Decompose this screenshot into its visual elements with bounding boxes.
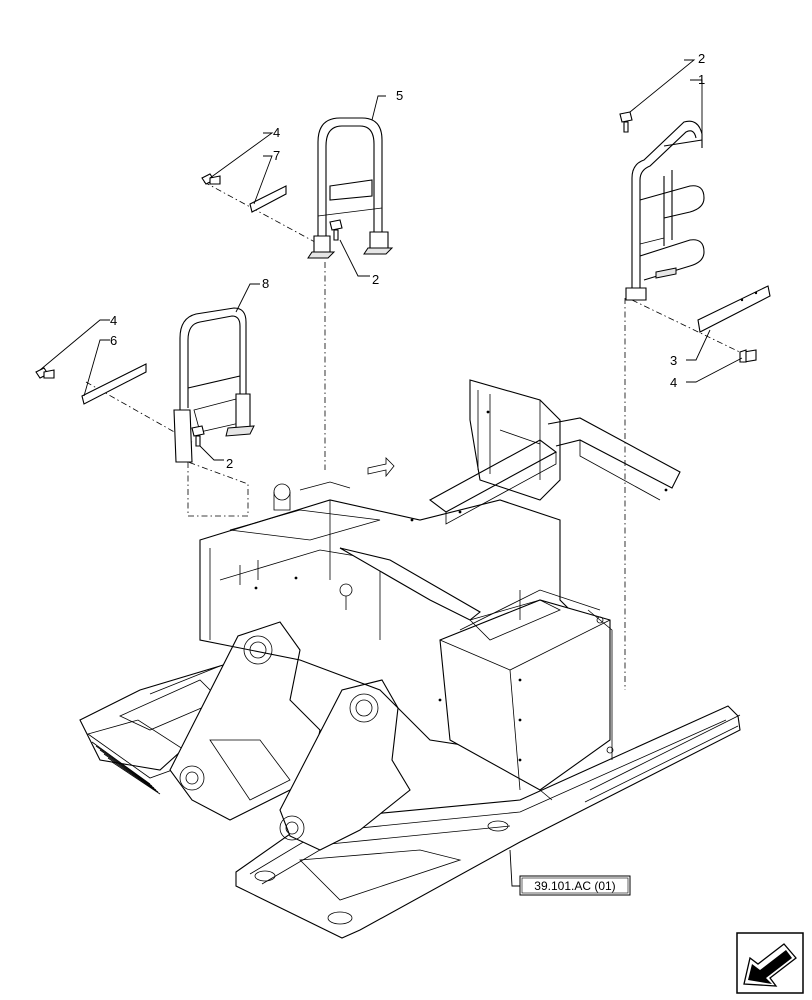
callout-1: 1 [698,72,705,87]
reference-link[interactable]: 39.101.AC (01) [519,875,631,896]
bolt-4-upper [201,173,221,185]
leader-lines [39,59,743,887]
bolt-2-right [619,111,633,133]
callout-3: 3 [670,353,677,368]
bolt-4-right [739,349,757,363]
assembly-lines [85,181,749,690]
plate-7 [249,185,287,213]
callout-6: 6 [110,333,117,348]
plate-3 [697,285,771,333]
bolt-4-left [35,367,55,379]
reference-box[interactable] [519,875,631,896]
callout-4-upper: 4 [273,125,280,140]
callout-labels: 1 2 2 2 3 4 4 4 5 6 7 8 [110,51,705,471]
callout-7: 7 [273,148,280,163]
plates [81,185,771,405]
bolt-2-left [191,425,205,447]
callout-4-left: 4 [110,313,117,328]
handrail-5 [307,117,394,259]
callout-4-right: 4 [670,375,677,390]
bolt-2-middle [329,219,343,241]
upperstructure-frame [79,379,741,939]
arrow-icon[interactable] [736,932,804,994]
callout-2-right: 2 [698,51,705,66]
callout-2-middle: 2 [372,272,379,287]
reference-label[interactable]: 39.101.AC (01) [534,879,615,893]
bolts [35,111,757,447]
plate-6 [81,363,147,405]
handrail-1 [625,120,705,301]
callout-8: 8 [262,276,269,291]
callout-2-left: 2 [226,456,233,471]
callout-5: 5 [396,88,403,103]
handrail-8 [173,307,255,463]
